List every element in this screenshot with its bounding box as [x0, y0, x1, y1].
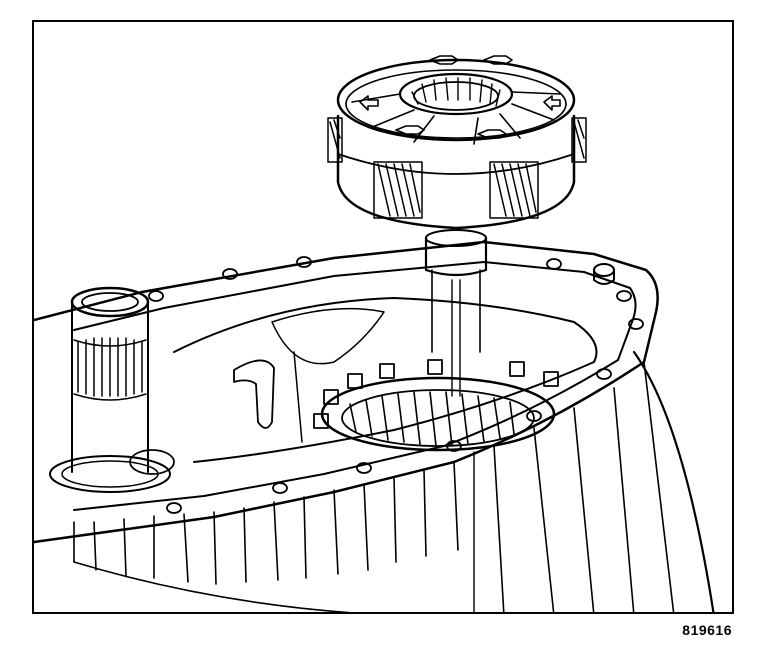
flange-bolt-holes — [148, 256, 644, 514]
case-ribs — [73, 350, 715, 612]
planetary-carrier — [327, 55, 587, 397]
output-shaft — [49, 286, 175, 493]
line-drawing — [34, 55, 715, 612]
ring-gear — [313, 359, 559, 452]
illustration-frame — [32, 20, 734, 614]
planet-gears — [327, 117, 587, 219]
figure-id-label: 819616 — [682, 622, 732, 638]
transmission-case — [34, 240, 715, 612]
